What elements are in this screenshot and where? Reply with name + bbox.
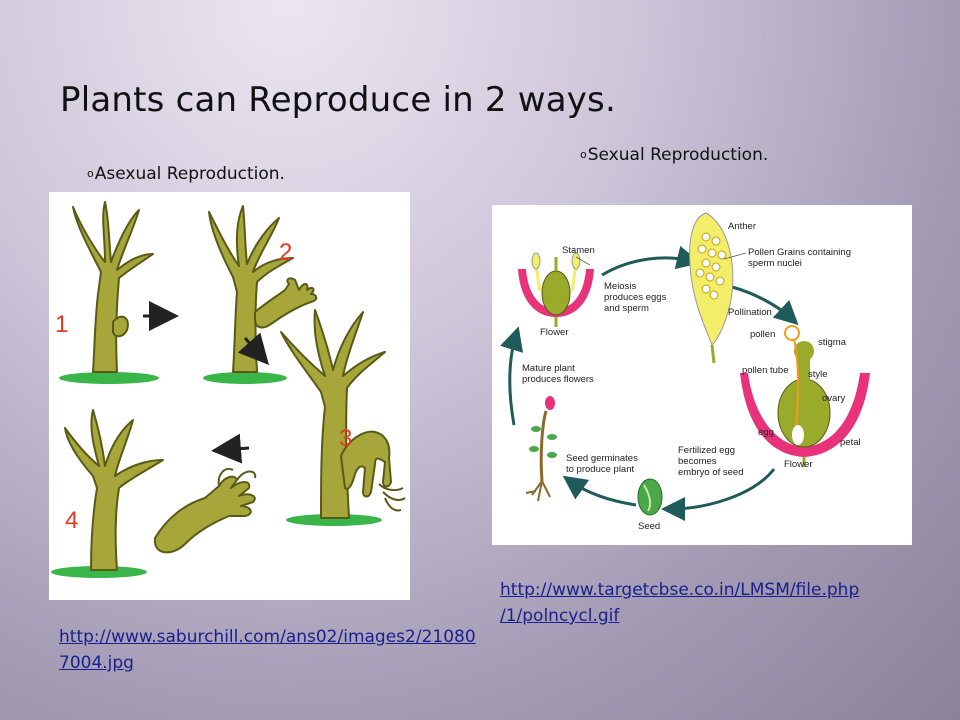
hydra-stage-4 [64, 409, 164, 571]
link-line[interactable]: /1/polncycl.gif [500, 606, 620, 626]
bullet-asexual-label: Asexual Reproduction. [94, 164, 285, 184]
grass-patch [286, 514, 382, 526]
cycle-arrow [562, 475, 637, 507]
young-plant [525, 396, 557, 502]
label-meiosis: Meiosis produces eggs and sperm [604, 281, 669, 314]
slide-title: Plants can Reproduce in 2 ways. [60, 80, 616, 120]
label-stigma: stigma [818, 337, 847, 348]
flower-right [740, 325, 870, 467]
leader-line [575, 256, 591, 266]
bullet-asexual: oAsexual Reproduction. [87, 164, 285, 184]
hydra-stage-2 [208, 205, 318, 373]
cycle-arrow [500, 326, 524, 426]
cycle-arrow [731, 285, 799, 326]
bullet-sexual-label: Sexual Reproduction. [587, 145, 769, 165]
label-petal: petal [840, 437, 861, 448]
label-seed-germinates: Seed germinates to produce plant [566, 453, 640, 475]
label-pollen-grains: Pollen Grains containing sperm nuclei [748, 247, 854, 269]
asexual-reproduction-image: 1 2 3 4 [49, 192, 410, 600]
hydra-stage-3 [280, 309, 406, 519]
leader-line [723, 252, 747, 260]
cycle-arrow [661, 468, 776, 521]
step-number-4: 4 [65, 507, 78, 534]
detached-bud [153, 468, 257, 554]
grass-patch [51, 566, 147, 578]
link-line[interactable]: 7004.jpg [59, 653, 134, 673]
grass-patch [203, 372, 287, 384]
seed [637, 478, 663, 516]
sexual-reproduction-image: Stamen Flower Meiosis produces eggs and … [492, 205, 912, 545]
label-anther: Anther [728, 221, 756, 232]
label-mature-plant: Mature plant produces flowers [522, 363, 594, 385]
source-link-hydra[interactable]: http://www.saburchill.com/ans02/images2/… [59, 624, 559, 676]
step-number-2: 2 [279, 239, 292, 266]
label-pollination: Pollination [728, 307, 772, 318]
label-flower-right: Flower [784, 459, 813, 470]
hydra-stage-1 [72, 201, 154, 373]
flower-left [518, 252, 594, 327]
plant-life-cycle-diagram: Stamen Flower Meiosis produces eggs and … [500, 212, 870, 532]
source-link-cycle[interactable]: http://www.targetcbse.co.in/LMSM/file.ph… [500, 577, 940, 629]
label-stamen: Stamen [562, 245, 595, 256]
bullet-sexual: oSexual Reproduction. [580, 145, 768, 165]
label-seed: Seed [638, 521, 660, 532]
link-line[interactable]: http://www.saburchill.com/ans02/images2/… [59, 627, 476, 647]
sequence-arrow [237, 332, 269, 365]
label-style: style [808, 369, 828, 380]
label-fertilized-egg: Fertilized egg becomes embryo of seed [678, 445, 743, 478]
label-ovary: ovary [822, 393, 845, 404]
grass-patch [59, 372, 159, 384]
label-pollen-tube: pollen tube [742, 365, 788, 376]
step-number-3: 3 [339, 425, 352, 452]
cycle-arrow [601, 245, 701, 277]
bullet-marker: o [580, 148, 587, 161]
label-egg: egg [758, 427, 774, 438]
link-line[interactable]: http://www.targetcbse.co.in/LMSM/file.ph… [500, 580, 860, 600]
step-number-1: 1 [55, 311, 68, 338]
bullet-marker: o [87, 167, 94, 180]
label-pollen: pollen [750, 329, 775, 340]
anther-with-pollen [689, 212, 734, 364]
hydra-budding-diagram: 1 2 3 4 [51, 201, 406, 578]
sequence-arrow [211, 433, 250, 464]
label-flower-left: Flower [540, 327, 569, 338]
